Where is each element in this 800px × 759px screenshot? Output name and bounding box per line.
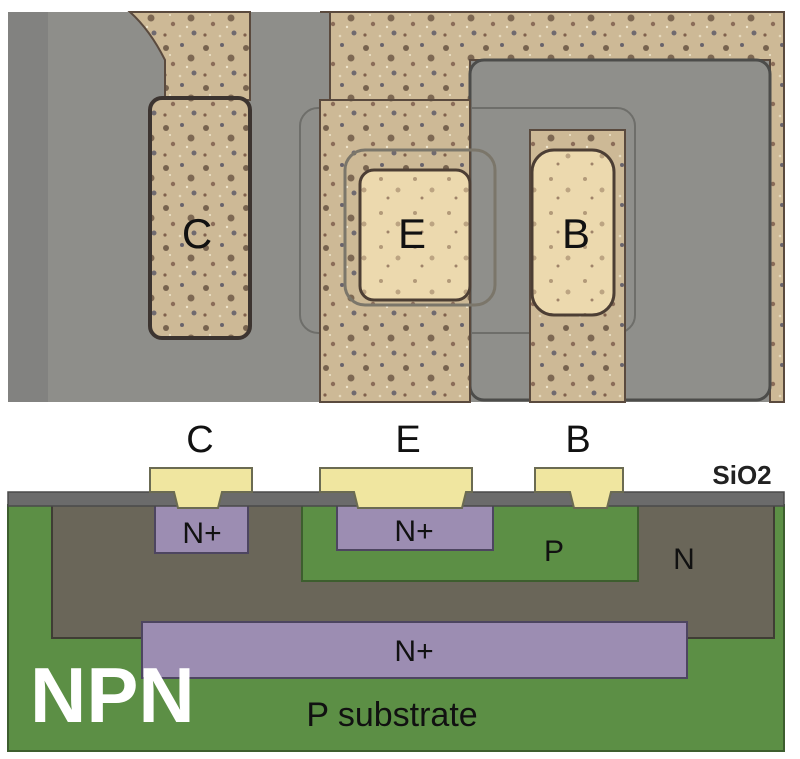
- base-contact-pad: [530, 148, 616, 317]
- base-p-label: P: [544, 535, 564, 568]
- collector-n-plus-label: N+: [182, 517, 221, 550]
- collector-contact-pad: [148, 96, 252, 340]
- buried-n-plus-label: N+: [394, 635, 433, 668]
- terminal-label-collector: C: [186, 419, 213, 461]
- terminal-label-emitter: E: [395, 419, 420, 461]
- oxide-label: SiO2: [712, 460, 771, 490]
- emitter-contact-outline: [343, 148, 497, 307]
- base-contact-metal: [534, 467, 624, 509]
- buried-n-plus-layer: [141, 621, 688, 679]
- cross-section-diagram: C E B SiO2 N+ N+ P N N+ P substrate: [7, 419, 785, 752]
- n-plus-emitter-region: [336, 504, 494, 551]
- photo-label-collector: C: [182, 210, 212, 257]
- photo-label-base: B: [562, 210, 590, 257]
- substrate-label: P substrate: [306, 696, 477, 734]
- emitter-n-plus-label: N+: [394, 515, 433, 548]
- emitter-contact-pad: [358, 168, 472, 302]
- micrograph-photo: C E B: [8, 11, 785, 403]
- photo-label-emitter: E: [398, 210, 426, 257]
- terminal-label-base: B: [565, 419, 590, 461]
- npn-title: NPN: [30, 651, 195, 739]
- photo-left-band: [8, 12, 48, 402]
- epi-n-label: N: [673, 543, 695, 576]
- emitter-contact-metal: [319, 467, 473, 509]
- collector-contact-metal: [149, 467, 253, 509]
